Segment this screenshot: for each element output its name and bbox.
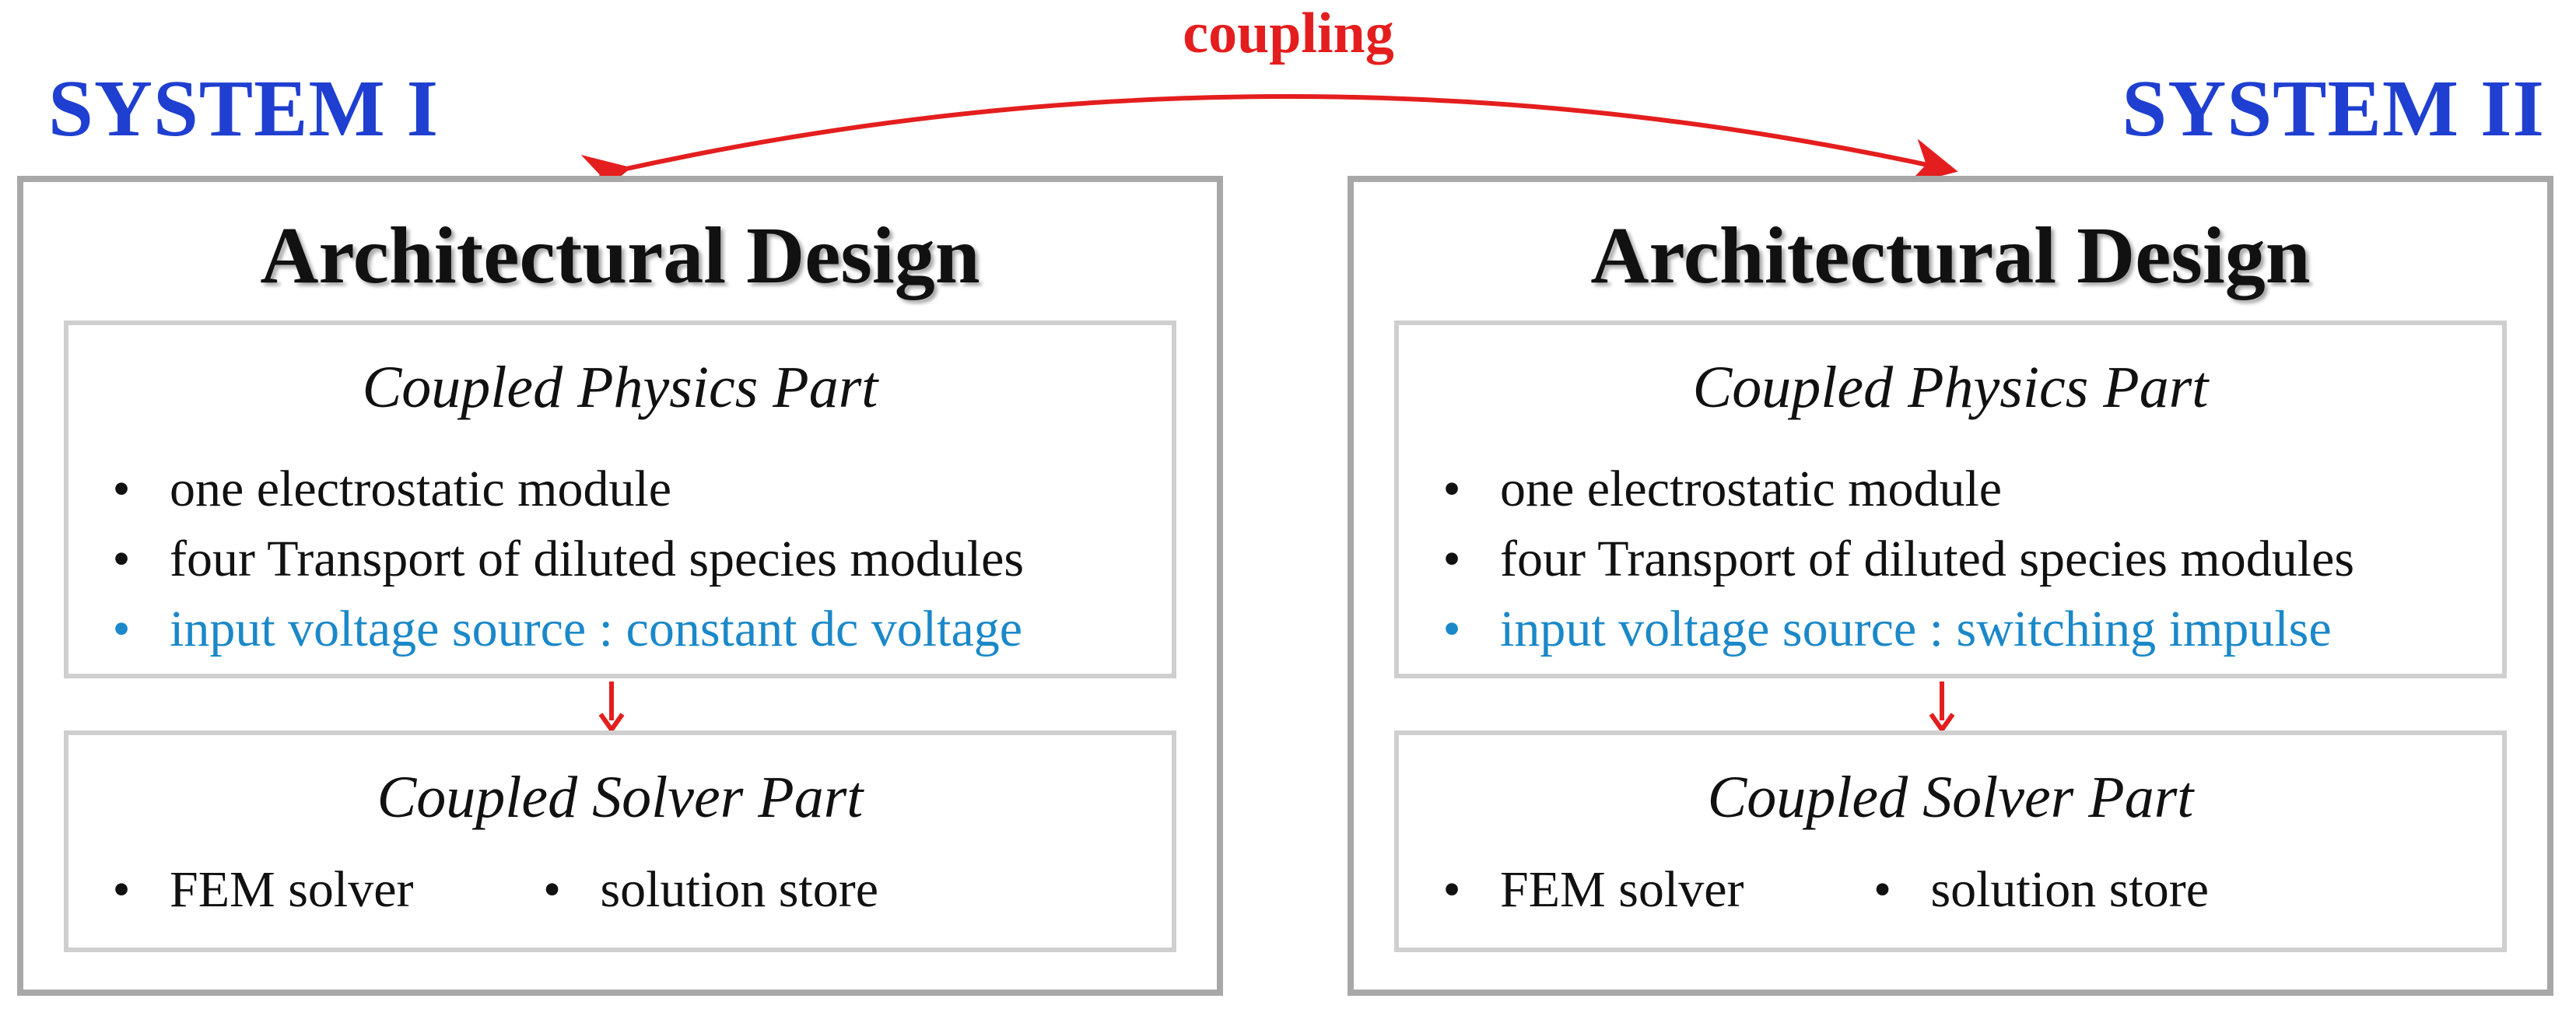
bullet-icon: • [112, 601, 131, 657]
system-2-box: Architectural Design Coupled Physics Par… [1348, 176, 2553, 996]
architectural-design-heading: Architectural Design [1590, 211, 2311, 300]
coupled-solver-part-box: Coupled Solver Part • FEM solver • solutio… [64, 730, 1176, 952]
solver-item-text: FEM solver [1500, 861, 1744, 918]
coupled-physics-part-box: Coupled Physics Part • one electrostatic … [1394, 321, 2507, 678]
solver-item-text: solution store [600, 861, 879, 918]
physics-bullet-list: • one electrostatic module • four Transpor… [1399, 454, 2502, 664]
coupled-solver-part-box: Coupled Solver Part • FEM solver • solutio… [1394, 730, 2507, 952]
physics-item-text: one electrostatic module [1500, 461, 2003, 517]
bullet-icon: • [1442, 861, 1461, 918]
physics-item-text: four Transport of diluted species module… [170, 531, 1025, 587]
system-2-title: SYSTEM II [2122, 64, 2545, 153]
coupled-physics-part-title: Coupled Physics Part [1692, 355, 2209, 420]
coupling-curve [580, 94, 1958, 201]
physics-item: • four Transport of diluted species modul… [1436, 524, 2502, 594]
physics-item: • one electrostatic module [1436, 454, 2502, 524]
coupling-label: coupling [1183, 2, 1394, 65]
physics-item-text: input voltage source : switching impulse [1500, 601, 2332, 657]
coupled-solver-part-title: Coupled Solver Part [377, 765, 864, 830]
bullet-icon: • [112, 861, 131, 918]
solver-item: • solution store [1867, 861, 2210, 918]
physics-bullet-list: • one electrostatic module • four Transpor… [68, 454, 1172, 664]
bullet-icon: • [542, 861, 562, 918]
bullet-icon: • [112, 531, 131, 587]
down-arrow-icon [1929, 681, 1955, 731]
solver-item: • solution store [537, 861, 879, 918]
physics-item-text: one electrostatic module [170, 461, 672, 517]
physics-item: • four Transport of diluted species modul… [106, 524, 1172, 594]
down-arrow-icon [598, 681, 625, 731]
bullet-icon: • [112, 461, 131, 517]
bullet-icon: • [1442, 601, 1461, 657]
physics-item-text: four Transport of diluted species module… [1500, 531, 2355, 587]
bullet-icon: • [1442, 531, 1461, 587]
solver-item: • FEM solver [1436, 864, 1744, 916]
solver-item-text: solution store [1930, 861, 2210, 918]
coupled-physics-part-box: Coupled Physics Part • one electrostatic … [64, 321, 1176, 678]
coupled-physics-part-title: Coupled Physics Part [362, 355, 878, 420]
solver-item-row: • FEM solver • solution store [68, 864, 1172, 916]
physics-item: • one electrostatic module [106, 454, 1172, 524]
system-1-box: Architectural Design Coupled Physics Par… [17, 176, 1223, 996]
solver-item-row: • FEM solver • solution store [1399, 864, 2502, 916]
bullet-icon: • [1873, 861, 1892, 918]
system-1-title: SYSTEM I [48, 64, 440, 153]
solver-item: • FEM solver [106, 861, 414, 918]
coupled-solver-part-title: Coupled Solver Part [1707, 765, 2194, 830]
architectural-design-heading: Architectural Design [260, 211, 980, 300]
physics-item-voltage-source: • input voltage source : switching impuls… [1436, 594, 2502, 664]
bullet-icon: • [1442, 461, 1461, 517]
solver-item-text: FEM solver [170, 861, 414, 918]
physics-item-voltage-source: • input voltage source : constant dc volt… [106, 594, 1172, 664]
physics-item-text: input voltage source : constant dc volta… [170, 601, 1023, 657]
